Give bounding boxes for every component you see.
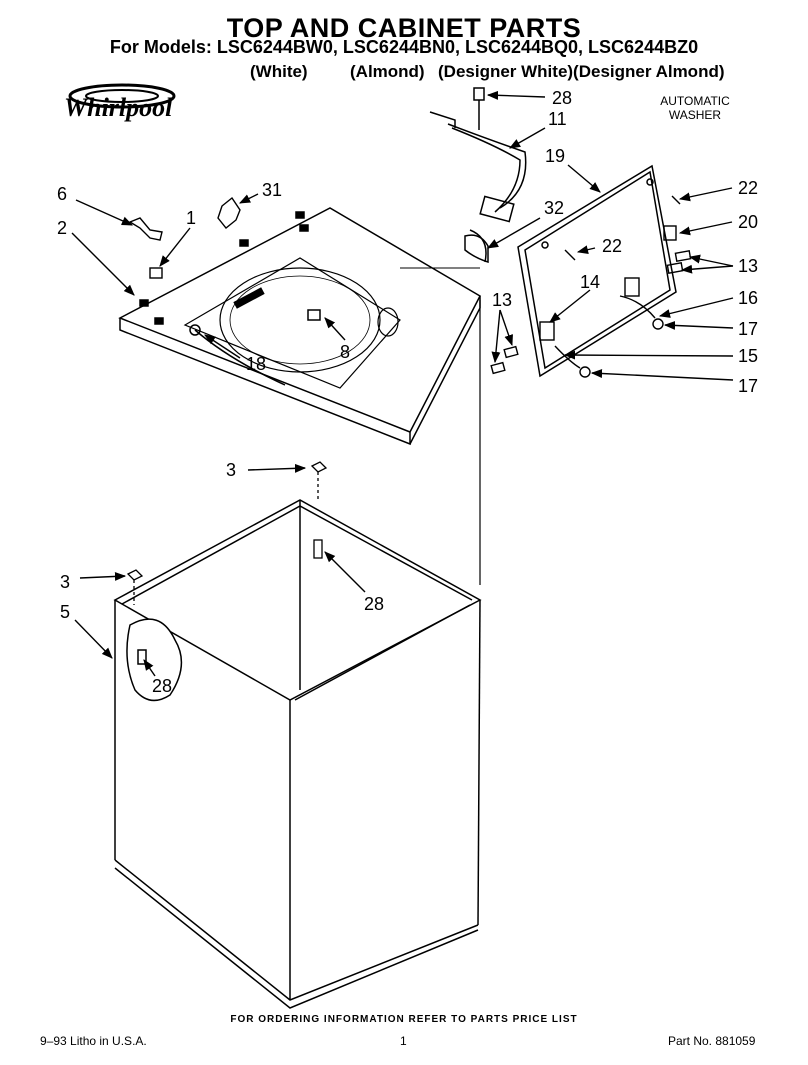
callout-2: 2 [57, 218, 67, 238]
clip-1 [149, 267, 163, 279]
whirlpool-logo: Whirlpool [64, 83, 176, 122]
callout-3-left: 3 [60, 572, 70, 592]
callout-8: 8 [340, 342, 350, 362]
callout-5: 5 [60, 602, 70, 622]
callout-20: 20 [738, 212, 758, 232]
screw-28-top [473, 87, 485, 130]
callout-14: 14 [580, 272, 600, 292]
variant-designer: (Designer White)(Designer Almond) [438, 62, 725, 81]
ordering-note: FOR ORDERING INFORMATION REFER TO PARTS … [230, 1014, 578, 1025]
console-panel-19 [517, 164, 677, 378]
callout-11: 11 [548, 109, 567, 129]
lid-hinge-18 [189, 324, 286, 386]
callout-22-inner: 22 [602, 236, 622, 256]
callout-19: 19 [545, 146, 565, 166]
lid-switch-actuator-32 [464, 234, 489, 264]
callout-13-right: 13 [738, 256, 758, 276]
product-type-line1: AUTOMATIC [660, 94, 730, 108]
washer-cabinet [113, 499, 482, 1009]
callout-28-cutaway: 28 [152, 676, 172, 696]
product-type-line2: WASHER [668, 108, 722, 122]
lid-switch-harness-11 [429, 111, 527, 263]
part-number: Part No. 881059 [668, 1034, 756, 1048]
callout-28-top: 28 [552, 88, 572, 108]
page-title: TOP AND CABINET PARTS [226, 13, 582, 43]
callout-32: 32 [544, 198, 564, 218]
model-list: For Models: LSC6244BW0, LSC6244BN0, LSC6… [109, 37, 699, 57]
litho-note: 9–93 Litho in U.S.A. [40, 1034, 147, 1048]
callout-17-upper: 17 [738, 319, 758, 339]
bracket-31 [217, 196, 241, 229]
page-number: 1 [400, 1034, 407, 1048]
callout-28-cabinet: 28 [364, 594, 384, 614]
callout-22-right: 22 [738, 178, 758, 198]
callout-16: 16 [738, 288, 758, 308]
screw-8 [307, 309, 321, 321]
clip-3-left [126, 569, 144, 605]
leader-lines [71, 90, 734, 677]
variant-almond: (Almond) [350, 62, 425, 81]
washer-top-panel [118, 207, 481, 446]
product-type: AUTOMATIC WASHER [640, 94, 750, 122]
callout-1: 1 [186, 208, 196, 228]
callout-18: 18 [246, 354, 266, 374]
hinge-clip-6 [128, 217, 163, 241]
callout-3-right: 3 [226, 460, 236, 480]
variant-white: (White) [250, 62, 308, 81]
callout-6: 6 [57, 184, 67, 204]
screw-28-cabinet [313, 539, 323, 559]
callout-15: 15 [738, 346, 758, 366]
clip-3-right [310, 461, 328, 500]
logo-text: Whirlpool [64, 93, 173, 122]
callout-17-lower: 17 [738, 376, 758, 396]
callout-13-left: 13 [492, 290, 512, 310]
callout-31: 31 [262, 180, 282, 200]
cabinet-cutaway [126, 618, 183, 702]
